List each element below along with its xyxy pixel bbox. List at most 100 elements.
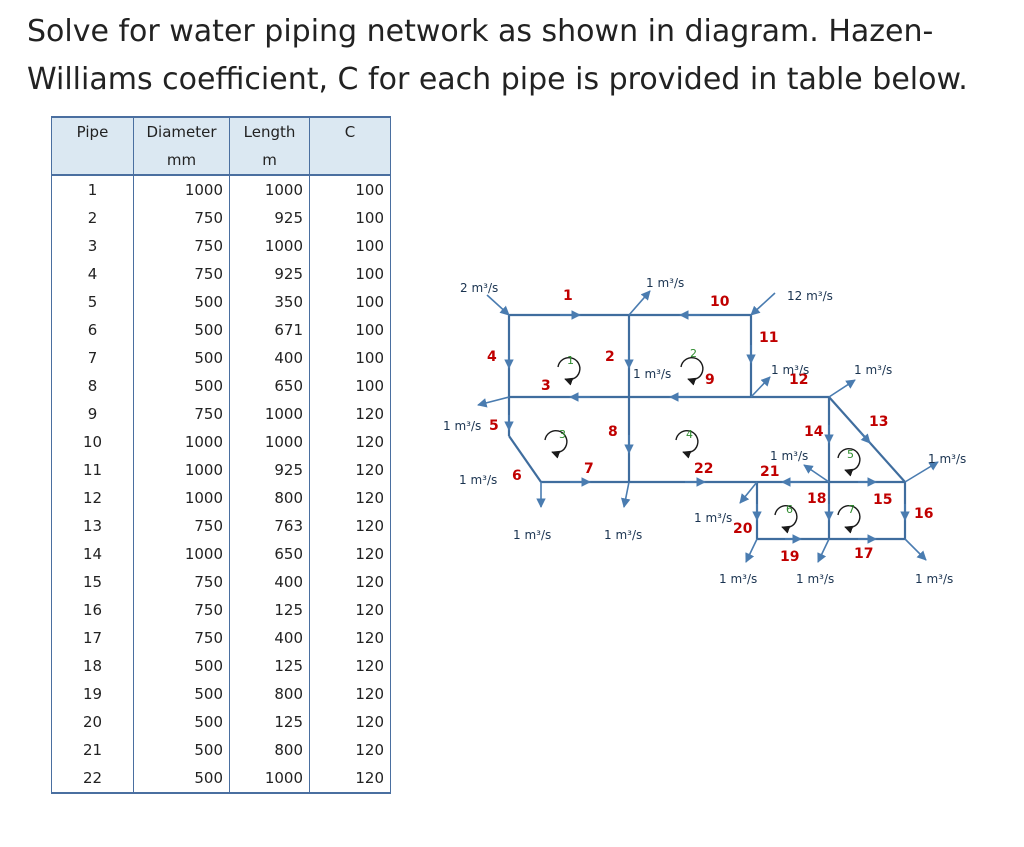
cell-c: 120 [309, 456, 391, 484]
cell-pipe: 14 [51, 540, 134, 568]
pipe-label-11: 11 [759, 330, 778, 346]
cell-pipe: 21 [51, 736, 134, 764]
loop-1-arc [557, 357, 581, 386]
flow-right-top: 1 m³/s [854, 363, 892, 377]
cell-c: 100 [309, 232, 391, 260]
loop-label-5: 5 [847, 448, 854, 461]
cell-length: 400 [229, 344, 310, 372]
arrow-out-bottom18 [817, 538, 830, 563]
flow-node6: 1 m³/s [459, 473, 497, 487]
cell-c: 100 [309, 288, 391, 316]
cell-pipe: 3 [51, 232, 134, 260]
arrow-out-pipe21 [803, 464, 830, 483]
cell-c: 100 [309, 260, 391, 288]
arrow-out-node5 [477, 396, 510, 408]
title-line-1: Solve for water piping network as shown … [27, 14, 934, 49]
loop-label-4: 4 [686, 428, 693, 441]
arrow-pipe-13 [859, 431, 871, 444]
header-length: Length [229, 116, 310, 146]
pipe-label-1: 1 [563, 288, 573, 304]
cell-diameter: 750 [133, 624, 230, 652]
pipe-label-20: 20 [733, 521, 753, 537]
cell-diameter: 500 [133, 736, 230, 764]
cell-length: 350 [229, 288, 310, 316]
cell-length: 125 [229, 652, 310, 680]
header-diameter: Diameter [133, 116, 230, 146]
unit-c [309, 146, 391, 176]
cell-c: 100 [309, 204, 391, 232]
cell-pipe: 10 [51, 428, 134, 456]
cell-diameter: 500 [133, 680, 230, 708]
cell-c: 120 [309, 736, 391, 764]
flow-pipe20: 1 m³/s [694, 511, 732, 525]
cell-pipe: 5 [51, 288, 134, 316]
arrow-out-bottom8 [620, 481, 631, 508]
loop-label-1: 1 [567, 354, 574, 367]
cell-length: 800 [229, 484, 310, 512]
arrow-out-pipe20 [739, 481, 758, 504]
pipe-label-14: 14 [804, 424, 824, 440]
loop-label-7: 7 [848, 503, 855, 516]
header-c: C [309, 116, 391, 146]
cell-length: 925 [229, 260, 310, 288]
cell-length: 1000 [229, 428, 310, 456]
pipe-label-18: 18 [807, 491, 826, 507]
unit-pipe [51, 146, 134, 176]
arrow-in-2 [486, 294, 510, 316]
cell-length: 671 [229, 316, 310, 344]
cell-length: 1000 [229, 764, 310, 794]
loop-4-arc [675, 430, 699, 459]
cell-pipe: 12 [51, 484, 134, 512]
cell-length: 400 [229, 568, 310, 596]
pipe-6-line [508, 435, 542, 483]
cell-c: 120 [309, 512, 391, 540]
loop-6-arc [774, 505, 798, 534]
loop-label-3: 3 [559, 428, 566, 441]
arrow-out-pipe12 [750, 376, 771, 398]
problem-statement: Solve for water piping network as shown … [27, 8, 1017, 104]
cell-diameter: 500 [133, 764, 230, 794]
pipe-label-10: 10 [710, 294, 730, 310]
pipe-label-12: 12 [789, 372, 808, 388]
cell-diameter: 750 [133, 512, 230, 540]
cell-diameter: 500 [133, 288, 230, 316]
flow-far-right: 1 m³/s [928, 452, 966, 466]
flow-bottom16: 1 m³/s [915, 572, 953, 586]
cell-diameter: 500 [133, 652, 230, 680]
loop-7-arc [837, 505, 861, 534]
pipe-label-3: 3 [541, 378, 551, 394]
flow-node5: 1 m³/s [443, 419, 481, 433]
arrow-out-far-right [904, 461, 939, 483]
unit-length: m [229, 146, 310, 176]
cell-c: 120 [309, 596, 391, 624]
arrow-out-bottom19 [745, 538, 758, 563]
cell-c: 120 [309, 680, 391, 708]
cell-diameter: 750 [133, 596, 230, 624]
cell-pipe: 15 [51, 568, 134, 596]
cell-length: 1000 [229, 232, 310, 260]
cell-pipe: 13 [51, 512, 134, 540]
loop-arrows [544, 357, 861, 534]
arrow-out-top-mid [628, 290, 651, 316]
pipe-label-16: 16 [914, 506, 933, 522]
flow-pipe12: 1 m³/s [771, 363, 809, 377]
loop-labels: 1 2 3 4 5 6 7 [559, 347, 855, 516]
cell-c: 120 [309, 540, 391, 568]
flow-bottom8: 1 m³/s [604, 528, 642, 542]
cell-pipe: 9 [51, 400, 134, 428]
flow-loop2: 1 m³/s [633, 367, 671, 381]
cell-c: 120 [309, 624, 391, 652]
